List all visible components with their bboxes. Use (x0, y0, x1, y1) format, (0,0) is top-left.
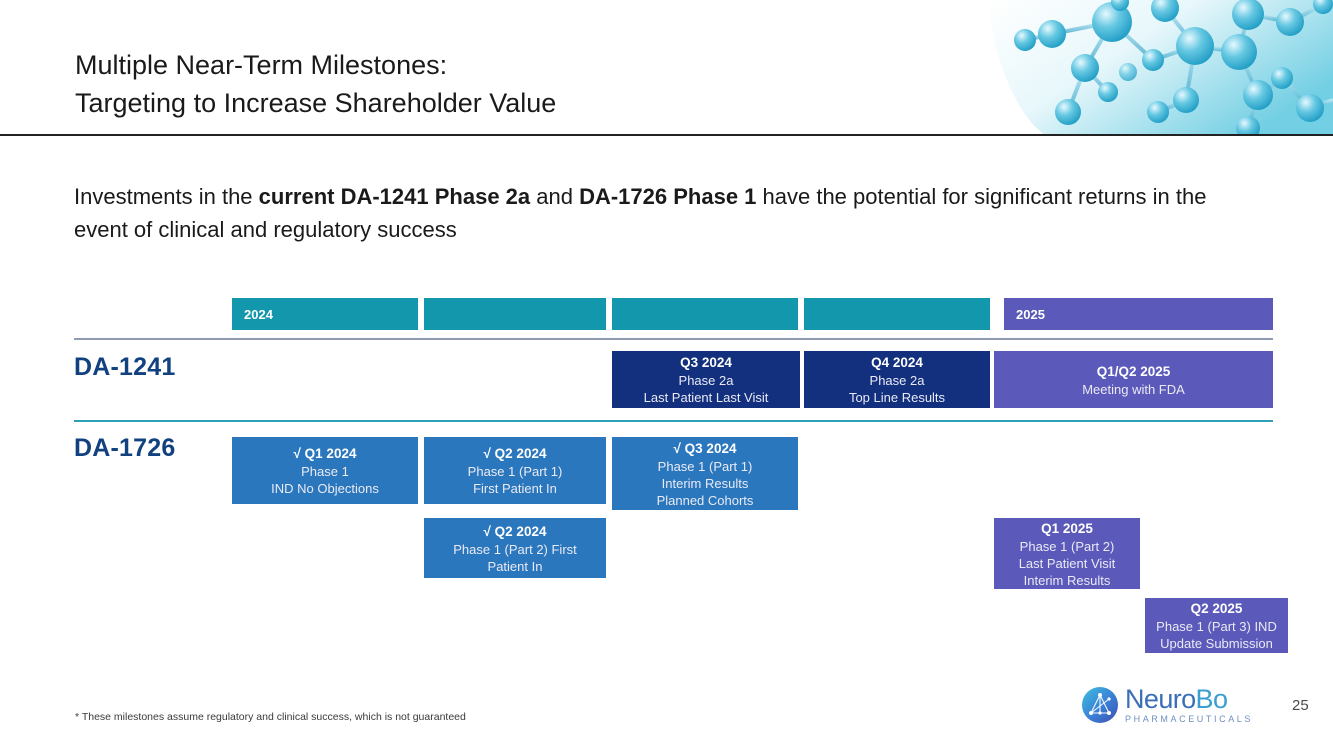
milestone-quarter-label: Q4 2024 (871, 355, 923, 370)
milestone-quarter-label: √ Q3 2024 (673, 440, 737, 456)
logo-name: NeuroBo (1125, 686, 1253, 713)
milestone-detail-line: Phase 1 (Part 1) (657, 458, 753, 474)
lead-bold-da1241: DA-1241 Phase 2a (340, 184, 531, 209)
milestone-detail-line: Phase 2a (678, 373, 734, 388)
lead-paragraph: Investments in the current DA-1241 Phase… (74, 180, 1254, 246)
lead-text-3: and (530, 184, 580, 209)
lead-bold-current: current (258, 184, 335, 209)
milestone-detail-line: Interim Results (661, 475, 749, 491)
row-label-da-1241: DA-1241 (74, 353, 176, 381)
milestone-quarter-label: √ Q2 2024 (483, 523, 547, 539)
milestone-quarter-label: Q1/Q2 2025 (1096, 363, 1171, 379)
milestone-detail-line: Phase 1 (Part 2) (1019, 538, 1115, 554)
row-divider-top (74, 338, 1273, 340)
milestone-detail-line: Phase 2a (869, 373, 925, 388)
logo-wordmark: NeuroBo PHARMACEUTICALS (1125, 686, 1253, 724)
milestone-quarter-label: Q3 2024 (680, 355, 732, 370)
row-divider-middle (74, 420, 1273, 422)
header-divider (0, 134, 1333, 136)
page-number: 25 (1292, 697, 1309, 714)
milestone-quarter-label: Q1 2025 (1041, 520, 1093, 536)
milestone-detail-line: Phase 1 (Part 2) First (453, 541, 577, 557)
neurobo-logo-icon (1082, 687, 1118, 723)
molecule-decoration (990, 0, 1333, 135)
logo-name-bo: Bo (1195, 684, 1228, 714)
timeline-year-segment: 2025 (1004, 298, 1273, 330)
lead-text-4: have the potential for significant retur… (74, 184, 1207, 242)
timeline-year-segment (804, 298, 990, 330)
milestone-detail-line: Phase 1 (Part 1) (467, 464, 563, 479)
milestone-detail-line: Patient In (487, 558, 543, 574)
milestone-detail-line: Phase 1 (301, 464, 349, 479)
milestone-detail-line: Last Patient Visit (1018, 555, 1116, 571)
timeline-year-segment: 2024 (232, 298, 418, 330)
milestone-detail-line: IND No Objections (271, 481, 379, 496)
milestone-detail-line: Interim Results (1023, 572, 1111, 588)
lead-bold-da1726: DA-1726 Phase 1 (579, 184, 757, 209)
timeline-year-segment (424, 298, 606, 330)
milestone-detail-line: Planned Cohorts (656, 492, 754, 508)
timeline-year-label: 2024 (244, 306, 273, 322)
lead-text-1: Investments in the (74, 184, 259, 209)
milestone-quarter-label: √ Q2 2024 (483, 446, 547, 461)
network-triangle-icon (1089, 693, 1111, 715)
milestone-detail-line: Top Line Results (848, 390, 946, 405)
milestone-quarter-label: √ Q1 2024 (293, 446, 357, 461)
molecule-icon (990, 0, 1333, 135)
timeline-year-segment (612, 298, 798, 330)
footnote: * These milestones assume regulatory and… (75, 711, 466, 723)
milestone-detail-line: Update Submission (1160, 636, 1273, 651)
logo-name-neuro: Neuro (1125, 684, 1196, 714)
milestone-detail-line: Last Patient Last Visit (643, 390, 769, 405)
company-logo: NeuroBo PHARMACEUTICALS (1082, 686, 1253, 724)
milestone-detail-line: First Patient In (473, 481, 557, 496)
row-label-da-1726: DA-1726 (74, 434, 176, 462)
timeline-year-label: 2025 (1016, 306, 1045, 322)
page-title: Multiple Near-Term Milestones: Targeting… (75, 50, 557, 118)
logo-subtitle: PHARMACEUTICALS (1125, 714, 1254, 724)
milestone-quarter-label: Q2 2025 (1190, 601, 1243, 616)
milestone-detail-line: Phase 1 (Part 3) IND (1156, 619, 1277, 634)
milestone-detail-line: Meeting with FDA (1082, 381, 1185, 397)
